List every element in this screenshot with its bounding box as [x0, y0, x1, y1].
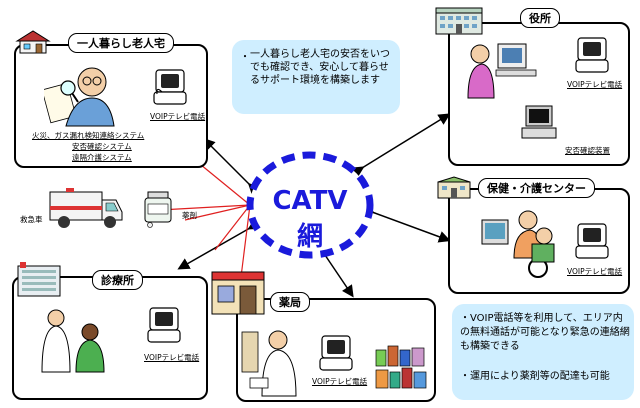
office-device-label: 安否確認装置 [565, 146, 610, 155]
medicine-icon [140, 188, 176, 228]
clinic-title: 診療所 [92, 270, 143, 290]
ambulance-icon [46, 186, 126, 232]
safety-device-icon [520, 104, 562, 140]
arrow-home [202, 137, 261, 196]
office-phone-label: VOIPテレビ電話 [567, 80, 623, 89]
medicine-label: 薬剤 [182, 211, 197, 220]
pharmacy-phone-icon [318, 334, 354, 372]
elderly-person-illustration [44, 58, 118, 128]
clinic-phone-icon [146, 306, 182, 344]
home-phone-label: VOIPテレビ電話 [150, 112, 206, 121]
care-title: 保健・介護センター [478, 178, 595, 198]
pharmacy-phone-label: VOIPテレビ電話 [312, 377, 368, 386]
clinic-building-icon [16, 262, 62, 298]
house-icon [14, 30, 52, 54]
note-top-text: 一人暮らし老人宅の安否をいつでも確認でき、安心して暮らせるサポート環境を構築しま… [250, 49, 390, 86]
care-phone-icon [574, 222, 610, 260]
pharmacy-title: 薬局 [270, 292, 310, 312]
care-phone-label: VOIPテレビ電話 [567, 267, 623, 276]
note-bottom [452, 304, 634, 400]
office-worker-illustration [460, 38, 540, 102]
clinic-phone-label: VOIPテレビ電話 [144, 353, 200, 362]
home-system-1: 安否確認システム [72, 142, 132, 151]
note-top-bullet: ・ [240, 52, 250, 63]
office-phone-icon [574, 36, 610, 74]
note-top [232, 40, 400, 114]
home-system-2: 遠隔介護システム [72, 153, 132, 162]
care-illustration [478, 206, 560, 278]
pharmacy-storefront-icon [208, 270, 268, 318]
pharmacist-illustration [240, 326, 306, 398]
office-building-icon [434, 6, 484, 36]
arrow-pharmacy [314, 244, 354, 298]
care-building-icon [436, 176, 472, 200]
ambulance-label: 救急車 [20, 215, 43, 224]
office-title: 役所 [520, 8, 560, 28]
arrow-care [361, 203, 451, 243]
arrow-clinic [177, 218, 261, 270]
note-bottom-item-1: ・運用により薬剤等の配達も可能 [460, 371, 610, 382]
medicine-bottles-icon [374, 340, 430, 392]
arrow-office [351, 113, 451, 178]
note-bottom-item-0: ・VOIP電話等を利用して、エリア内の無料通話が可能となり緊急の連絡網も構築でき… [460, 313, 630, 352]
catv-label: CATV網 [272, 186, 348, 252]
home-title: 一人暮らし老人宅 [68, 33, 174, 53]
clinic-illustration [34, 306, 114, 376]
home-phone-icon [152, 68, 188, 106]
home-system-0: 火災、ガス漏れ検知連絡システム [32, 131, 145, 140]
